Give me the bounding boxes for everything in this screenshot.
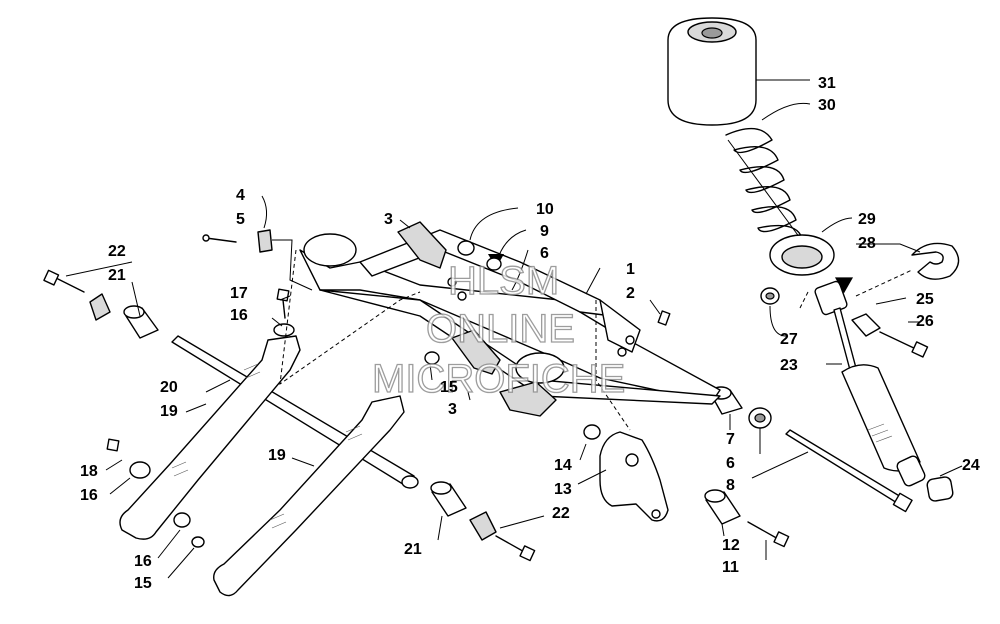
callout-27: 27 [780,331,798,348]
cap-screw-11 [747,521,790,548]
nut-15a [424,351,440,365]
callout-13: 13 [554,481,572,498]
callout-21a: 21 [108,267,126,284]
bushing-6 [748,407,772,429]
shock-absorber-part [814,280,926,487]
cap-screw-22b [469,511,536,562]
callout-20: 20 [160,379,178,396]
rail-19b [213,395,405,597]
cap-screw-26 [879,331,929,358]
callout-6a: 6 [540,245,549,262]
callout-30: 30 [818,97,836,114]
callout-11: 11 [722,559,739,576]
callout-1: 1 [626,261,635,278]
shock-bushing-27 [760,287,780,305]
callout-7: 7 [726,431,735,448]
callout-16c: 16 [134,553,152,570]
bracket-13 [599,431,669,522]
spring-seat-clip-part [911,242,960,280]
callout-31: 31 [818,75,836,92]
arrow-marker [834,277,854,294]
callout-15b: 15 [134,575,152,592]
callout-22a: 22 [108,243,126,260]
callout-19a: 19 [160,403,178,420]
callout-16a: 16 [230,307,248,324]
callout-3b: 3 [448,401,457,418]
bushing-21b [430,481,467,517]
callout-15a: 15 [440,379,458,396]
callout-23: 23 [780,357,798,374]
shock-bumper-part [667,17,757,126]
callout-16b: 16 [80,487,98,504]
nut-14 [583,424,601,440]
spacer-12 [704,489,741,525]
callout-28: 28 [858,235,876,252]
callout-6b: 6 [726,455,735,472]
watermark-line-2: ONLINE [426,307,575,351]
callout-14: 14 [554,457,572,474]
callout-10: 10 [536,201,554,218]
cap-screw-22a [43,269,111,321]
long-cap-screw-8 [785,429,913,513]
callout-29: 29 [858,211,876,228]
bushing-9 [486,257,502,271]
callout-8: 8 [726,477,735,494]
callout-21b: 21 [404,541,422,558]
pin-4-5 [202,229,273,253]
bushing-10 [457,240,475,256]
callout-24: 24 [962,457,980,474]
callout-17: 17 [230,285,248,302]
bushing-21a [123,305,159,339]
callout-3a: 3 [384,211,393,228]
callout-9: 9 [540,223,549,240]
rail-19a [119,335,301,540]
callout-18: 18 [80,463,98,480]
callout-25: 25 [916,291,934,308]
callout-5: 5 [236,211,245,228]
cap-screw-18 [106,438,205,548]
skid-3a [397,221,447,269]
watermark: HLSM ONLINE MICROFICHE [371,258,626,401]
callout-22b: 22 [552,505,570,522]
callout-4: 4 [236,187,245,204]
callouts: 31 30 29 28 25 26 27 23 24 10 9 6 1 2 3 … [80,75,980,592]
callout-26: 26 [916,313,934,330]
coil-spring-part [725,127,803,239]
skid-3b [451,329,557,417]
callout-2: 2 [626,285,635,302]
leader-lines [65,79,963,579]
callout-19b: 19 [268,447,286,464]
callout-12: 12 [722,537,740,554]
watermark-line-1: HLSM [448,259,559,303]
watermark-line-3: MICROFICHE [372,357,625,401]
grease-fitting-2 [657,310,671,326]
cap-screw-17 [273,288,295,337]
spacer-25 [851,313,881,337]
spring-retainer-part [769,234,835,276]
bushing-24 [926,476,954,502]
